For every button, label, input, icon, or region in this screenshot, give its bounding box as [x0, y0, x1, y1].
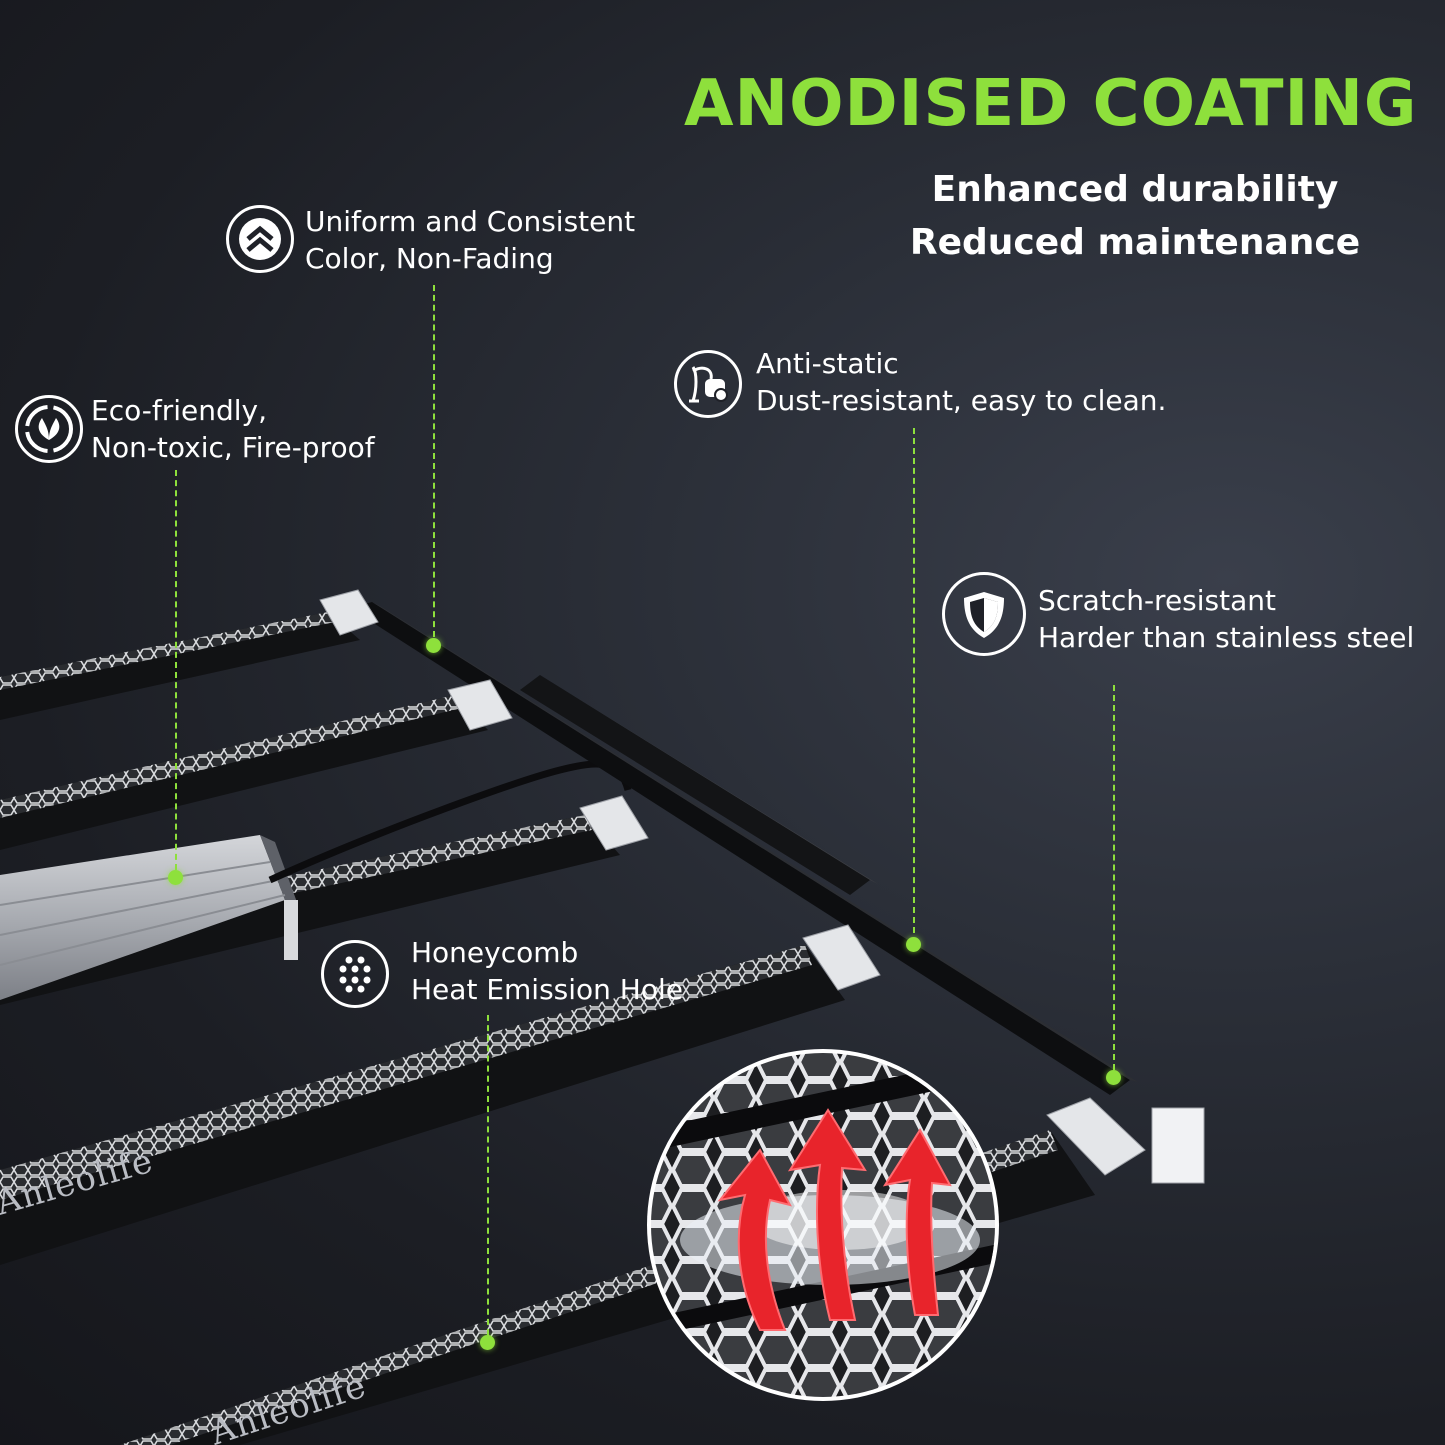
shield-icon: [942, 572, 1026, 656]
main-rail: [350, 602, 1138, 1095]
mounting-clips: [319, 589, 1205, 1184]
feature-honeycomb-line1: Honeycomb: [411, 936, 579, 969]
feature-antistatic-line2: Dust-resistant, easy to clean.: [756, 384, 1167, 417]
callout-dot-scratch: [1106, 1070, 1121, 1085]
feature-uniform-line1: Uniform and Consistent: [305, 205, 636, 238]
feature-scratch-line1: Scratch-resistant: [1038, 584, 1276, 617]
light-bar-2: [0, 695, 488, 850]
feature-eco-line1: Eco-friendly,: [91, 394, 267, 427]
leader-line-scratch: [1113, 685, 1115, 1070]
honeycomb-zoom-circle: [647, 1049, 999, 1401]
feature-honeycomb-line2: Heat Emission Hole: [411, 973, 683, 1006]
callout-dot-eco: [168, 870, 183, 885]
feature-eco-line2: Non-toxic, Fire-proof: [91, 431, 375, 464]
recycle-leaf-icon: [15, 395, 83, 463]
vacuum-cleaner-icon: [674, 350, 742, 418]
leader-line-honeycomb: [487, 1015, 489, 1335]
leader-line-antistatic: [913, 428, 915, 933]
callout-dot-antistatic: [906, 937, 921, 952]
leader-line-eco: [175, 470, 177, 870]
leader-line-uniform: [433, 285, 435, 637]
callout-dot-honeycomb: [480, 1335, 495, 1350]
light-bar-4: [0, 945, 845, 1265]
power-driver: [0, 835, 298, 1000]
headline: ANODISED COATING: [684, 67, 1418, 141]
light-bar-1: [0, 612, 360, 720]
feature-scratch-line2: Harder than stainless steel: [1038, 621, 1415, 654]
heat-arrow-icon: [717, 1108, 952, 1331]
subheading-maintenance: Reduced maintenance: [909, 222, 1361, 263]
callout-dot-uniform: [426, 638, 441, 653]
feature-antistatic-line1: Anti-static: [756, 347, 899, 380]
feature-uniform-line2: Color, Non-Fading: [305, 242, 554, 275]
brand-text-2: Anleolife: [204, 1366, 371, 1445]
double-chevron-up-icon: [226, 205, 294, 273]
subheading-durability: Enhanced durability: [931, 169, 1339, 210]
honeycomb-dots-icon: [321, 940, 389, 1008]
